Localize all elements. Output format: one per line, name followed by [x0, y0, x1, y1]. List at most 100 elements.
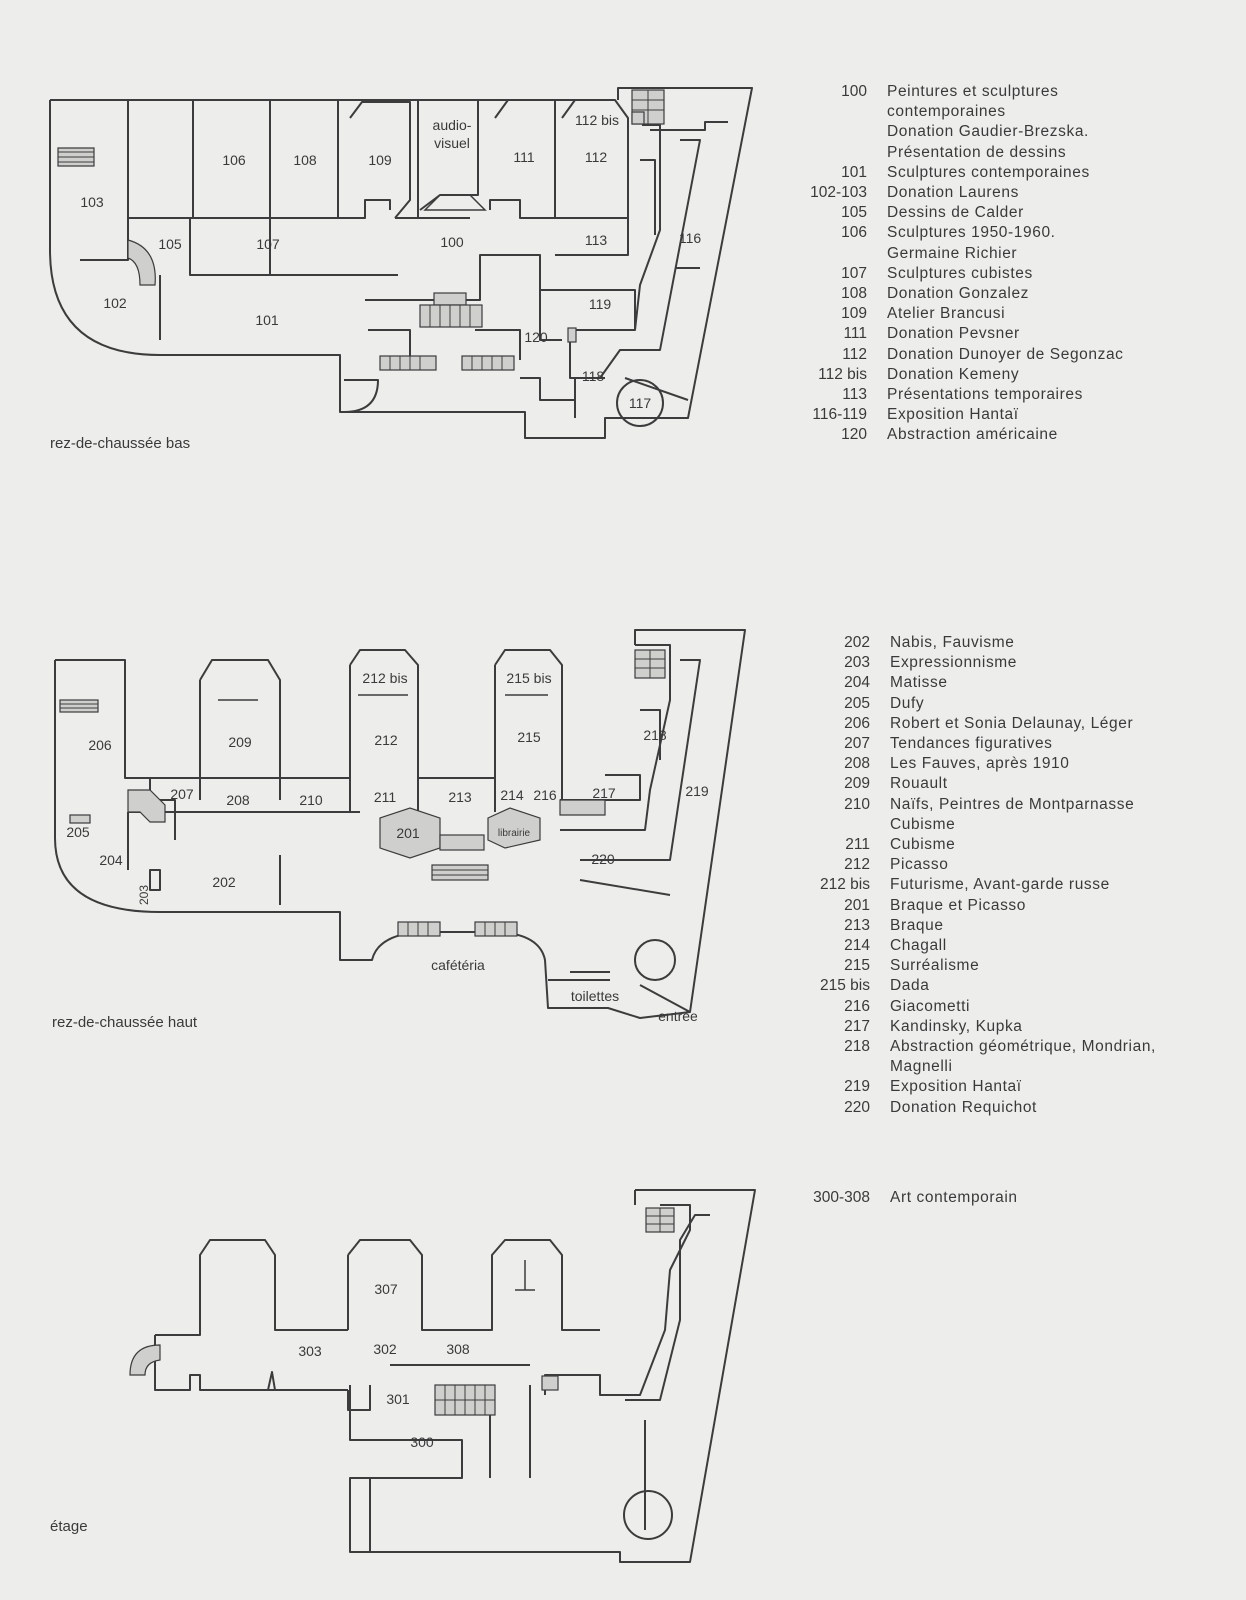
legend-code [792, 244, 887, 264]
room-101: 101 [255, 312, 279, 328]
legend-code: 111 [843, 325, 867, 343]
room-108: 108 [293, 152, 317, 168]
legend-code: 210 [844, 795, 870, 813]
legend-row: 102-103 Donation Laurens [792, 183, 1124, 203]
legend-code: 218 [844, 1038, 870, 1056]
legend-description: Abstraction américaine [887, 426, 1058, 444]
legend-description: Robert et Sonia Delaunay, Léger [890, 714, 1134, 732]
room-toilettes: toilettes [571, 988, 619, 1004]
legend-description: Donation Dunoyer de Segonzac [887, 345, 1124, 363]
legend-code: 212 bis [820, 876, 870, 894]
legend-description: Expressionnisme [890, 654, 1018, 672]
room-212-bis: 212 bis [362, 670, 407, 686]
room-219: 219 [685, 783, 709, 799]
room-218: 218 [643, 727, 667, 743]
legend-code: 112 [842, 345, 867, 363]
plan-rez-de-chaussee-bas: 106 108 109 audio- visuel 111 112 bis 11… [49, 87, 753, 439]
legend-description: Giacometti [890, 997, 971, 1015]
legend-row: 106 Sculptures 1950-1960. [792, 223, 1124, 243]
legend-code: 109 [841, 305, 867, 323]
legend-description: Donation Kemeny [887, 365, 1020, 383]
room-102: 102 [103, 295, 127, 311]
legend-code: 214 [844, 937, 870, 955]
legend-code [792, 143, 887, 163]
room-203: 203 [137, 885, 151, 905]
legend-description: Tendances figuratives [890, 735, 1053, 753]
room-307: 307 [374, 1281, 398, 1297]
legend-code: 212 [844, 856, 870, 874]
room-300: 300 [410, 1434, 434, 1450]
room-215-bis: 215 bis [506, 670, 551, 686]
legend-description: Donation Laurens [887, 184, 1019, 202]
legend-code: 101 [841, 163, 867, 181]
legend-description: contemporaines [887, 103, 1006, 121]
legend-code: 219 [844, 1078, 870, 1096]
room-109: 109 [368, 152, 392, 168]
legend-description: Dada [890, 977, 930, 995]
legend-description: Donation Requichot [890, 1098, 1037, 1116]
legend-code: 213 [844, 916, 870, 934]
legend-row: contemporaines [792, 102, 1124, 122]
room-207: 207 [170, 786, 194, 802]
legend-description: Sculptures 1950-1960. [887, 224, 1056, 242]
legend-description: Cubisme [890, 815, 956, 833]
room-211: 211 [374, 789, 397, 805]
legend-row: 203 Expressionnisme [795, 653, 1156, 673]
room-214: 214 [500, 787, 524, 803]
legend-code: 112 bis [818, 365, 867, 383]
legend-code: 120 [841, 426, 867, 444]
legend-code [795, 815, 890, 835]
legend-description: Sculptures cubistes [887, 264, 1033, 282]
legend-description: Magnelli [890, 1058, 953, 1076]
legend-row: 116-119 Exposition Hantaï [792, 405, 1124, 425]
legend-code: 102-103 [810, 184, 867, 202]
room-106: 106 [222, 152, 246, 168]
legend-description: Dufy [890, 694, 925, 712]
legend-code [795, 1057, 890, 1077]
legend-description: Exposition Hantaï [887, 406, 1019, 424]
legend-row: 120 Abstraction américaine [792, 425, 1124, 445]
room-302: 302 [373, 1341, 397, 1357]
legend-code: 204 [844, 674, 870, 692]
room-120: 120 [524, 329, 548, 345]
legend-code: 113 [842, 386, 867, 404]
room-303: 303 [298, 1343, 322, 1359]
room-208: 208 [226, 792, 250, 808]
legend-code [792, 122, 887, 142]
room-entree: entrée [658, 1008, 698, 1024]
legend-code: 203 [844, 654, 870, 672]
plan-etage: 307 303 302 308 301 300 [129, 1189, 756, 1563]
room-201: 201 [396, 825, 420, 841]
legend-code: 106 [841, 224, 867, 242]
legend-description: Germaine Richier [887, 244, 1018, 262]
legend-code: 116-119 [812, 406, 867, 424]
room-209: 209 [228, 734, 252, 750]
room-116: 116 [679, 230, 702, 246]
room-202: 202 [212, 874, 236, 890]
legend-code: 202 [844, 634, 870, 651]
room-118: 118 [582, 368, 605, 384]
room-112: 112 [585, 149, 608, 165]
